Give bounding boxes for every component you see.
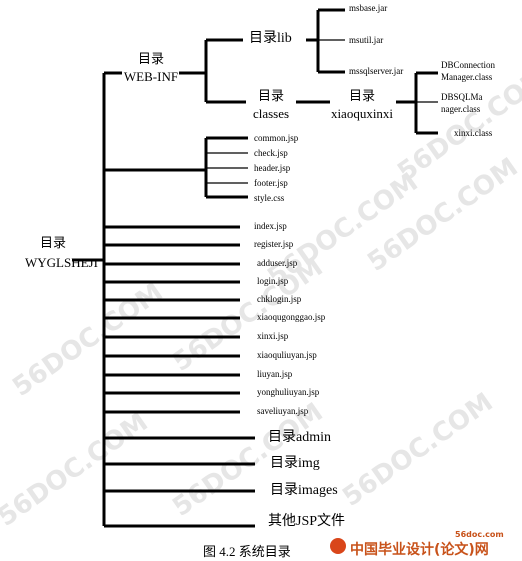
class-file-dbconnection: DBConnection Manager.class bbox=[441, 59, 495, 83]
page-file: chklogin.jsp bbox=[257, 294, 302, 304]
include-file: header.jsp bbox=[254, 163, 291, 173]
root-dir-name: WYGLSHEJI bbox=[25, 255, 98, 270]
site-logo: 56doc.com 中国毕业设计(论文)网 bbox=[330, 530, 518, 558]
class-file-xinxi: xinxi.class bbox=[454, 128, 493, 138]
class-file-dbsqlmanager: DBSQLMa nager.class bbox=[441, 91, 483, 115]
class-file-line: DBConnection bbox=[441, 60, 495, 70]
logo-site-text: 56doc.com bbox=[455, 530, 504, 539]
other-jsp-label: 其他JSP文件 bbox=[268, 514, 346, 529]
classes-dir-prefix: 目录 bbox=[257, 88, 284, 103]
lib-file: msbase.jar bbox=[349, 3, 388, 13]
class-file-line: nager.class bbox=[441, 104, 481, 114]
xiaoquxinxi-dir-label: 目录 xiaoquxinxi bbox=[326, 89, 398, 120]
lib-dir-label: 目录lib bbox=[249, 31, 292, 46]
admin-dir-label: 目录admin bbox=[268, 430, 331, 445]
classes-dir-label: 目录 classes bbox=[248, 89, 294, 120]
lib-file: msutil.jar bbox=[349, 35, 384, 45]
xiaoquxinxi-dir-name: xiaoquxinxi bbox=[330, 106, 394, 121]
include-file: common.jsp bbox=[254, 133, 299, 143]
page-file: yonghuliuyan.jsp bbox=[257, 387, 320, 397]
page-file: saveliuyan.jsp bbox=[257, 406, 309, 416]
logo-mark-icon bbox=[330, 538, 346, 554]
class-file-line: Manager.class bbox=[441, 72, 493, 82]
page-file: liuyan.jsp bbox=[257, 369, 293, 379]
webinf-dir-label: 目录 WEB-INF bbox=[120, 52, 182, 83]
page-file: index.jsp bbox=[254, 221, 287, 231]
page-file: login.jsp bbox=[257, 276, 289, 286]
classes-dir-name: classes bbox=[252, 106, 290, 121]
webinf-dir-name: WEB-INF bbox=[123, 69, 179, 84]
lib-file: mssqlserver.jar bbox=[349, 66, 404, 76]
img-dir-label: 目录img bbox=[270, 456, 320, 471]
page-file: xinxi.jsp bbox=[257, 331, 289, 341]
figure-caption: 图 4.2 系统目录 bbox=[203, 544, 291, 559]
webinf-dir-prefix: 目录 bbox=[137, 51, 164, 66]
include-file: style.css bbox=[254, 193, 285, 203]
images-dir-label: 目录images bbox=[270, 483, 338, 498]
page-file: register.jsp bbox=[254, 239, 294, 249]
page-file: xiaoqugonggao.jsp bbox=[257, 312, 326, 322]
root-dir-label: 目录 WYGLSHEJI bbox=[25, 235, 98, 270]
root-dir-prefix: 目录 bbox=[39, 235, 66, 250]
page-file: adduser.jsp bbox=[257, 258, 298, 268]
page-file: xiaoquliuyan.jsp bbox=[257, 350, 317, 360]
xiaoquxinxi-dir-prefix: 目录 bbox=[348, 88, 375, 103]
include-file: footer.jsp bbox=[254, 178, 288, 188]
include-file: check.jsp bbox=[254, 148, 288, 158]
logo-brand-text: 中国毕业设计(论文)网 bbox=[350, 542, 489, 558]
class-file-line: DBSQLMa bbox=[441, 92, 483, 102]
